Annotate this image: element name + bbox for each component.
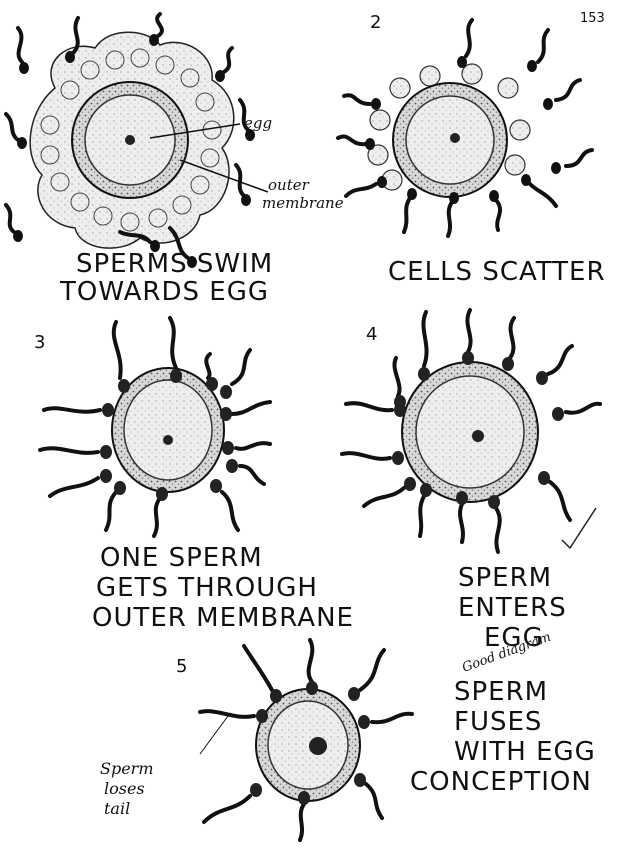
egg-cytoplasm [416,376,524,488]
caption-panel-5-line-4: CONCEPTION [410,767,592,797]
egg-cytoplasm [124,380,212,480]
caption-panel-5-line-2: FUSES [454,707,542,737]
caption-panel-2: CELLS SCATTER [388,257,606,287]
caption-panel-3-line-2: GETS THROUGH [96,573,318,603]
panel-3: 3 ONE SPERM GETS THROUGH OUTER MEMBRANE [34,318,354,633]
panel-2: 2 CELLS SCATTER [338,12,606,287]
egg-nucleus [163,435,173,445]
fused-nucleus [309,737,327,755]
egg-nucleus [450,133,460,143]
panel-5-number: 5 [176,656,187,677]
panel-5: 5 Sperm loses tail SPERM FUSES WITH EGG … [100,640,596,840]
caption-panel-3-line-1: ONE SPERM [100,543,263,573]
panel-1: egg outer membrane SPERMS SWIM TOWARDS E… [6,14,344,307]
label-sperm: Sperm [100,759,154,778]
caption-panel-1-line-1: SPERMS SWIM [76,249,273,279]
panel-4-number: 4 [366,324,377,345]
tail-pointer-line [200,716,228,754]
caption-panel-1-line-2: TOWARDS EGG [59,277,269,307]
panel-2-number: 2 [370,12,381,33]
caption-panel-4-line-1: SPERM [458,563,552,593]
egg-nucleus [472,430,484,442]
egg-nucleus [125,135,135,145]
panel-4: 4 SPERM ENTERS EGG Good diagram [342,310,600,676]
page-number: 153 [580,11,605,26]
egg-cytoplasm [406,96,494,184]
label-tail: tail [104,799,130,818]
egg-cytoplasm [268,701,348,789]
caption-panel-5-line-3: WITH EGG [454,737,596,767]
caption-panel-4-line-2: ENTERS [458,593,567,623]
label-egg: egg [244,114,272,132]
label-loses: loses [104,779,145,798]
caption-panel-5-line-1: SPERM [454,677,548,707]
label-outer: outer [268,176,310,194]
panel-3-number: 3 [34,332,45,353]
caption-panel-3-line-3: OUTER MEMBRANE [92,603,354,633]
label-membrane: membrane [262,194,344,212]
